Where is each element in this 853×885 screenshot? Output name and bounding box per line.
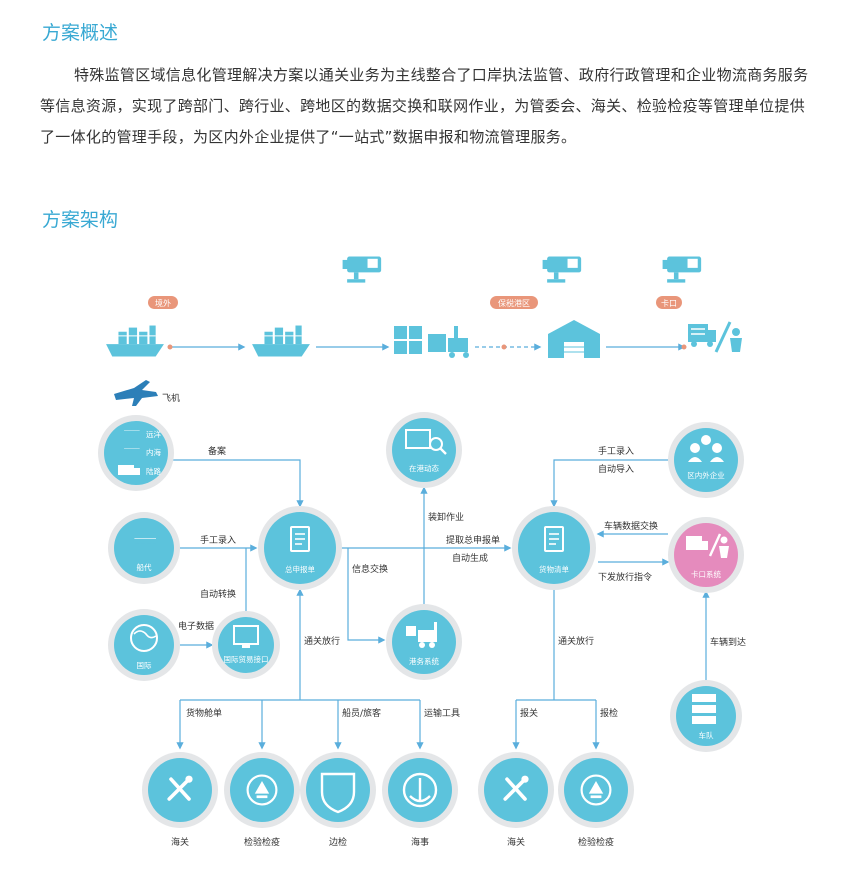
edge-auto-import: 自动导入 [598, 463, 634, 475]
edge-auto-gen: 自动生成 [452, 552, 488, 564]
edge-customs-release-2: 通关放行 [558, 635, 594, 647]
bottom-agencies: 海关 检验检疫 边检 海事 [142, 752, 634, 848]
edge-load-unload: 装卸作业 [428, 511, 464, 523]
plane-icon [114, 380, 158, 406]
edge-customs-release-1: 通关放行 [304, 635, 340, 647]
monitor-icon [233, 625, 259, 648]
edge-vehicle-arrive: 车辆到达 [710, 636, 746, 648]
tag-gate [656, 296, 682, 309]
edge-manual-entry: 手工录入 [200, 534, 236, 546]
node-enterprise: 区内外企业 [668, 422, 744, 498]
truck-inspector-icon [688, 321, 742, 353]
agency-label: 边检 [329, 836, 347, 848]
top-flow: 境外 保税港区 卡口 [105, 296, 742, 358]
architecture-title: 方案架构 [42, 209, 119, 231]
edge-record: 备案 [208, 445, 226, 457]
border-shield-icon [320, 772, 356, 814]
intl-label: 国际 [137, 661, 152, 670]
node-agent: 船代 [108, 512, 180, 584]
node-trade-interface: 国际贸易接口 [212, 611, 280, 679]
agency-label: 海关 [171, 836, 189, 848]
connections [170, 459, 710, 750]
agency-label: 海事 [411, 836, 429, 848]
declaration-label: 总申报单 [285, 564, 315, 574]
agency-customs-2: 海关 [478, 752, 554, 848]
container-forklift-icon [394, 326, 469, 358]
edge-cargo-bill: 货物舱单 [186, 707, 222, 719]
edge-edata: 电子数据 [178, 620, 214, 632]
tag-abroad-label: 境外 [155, 298, 171, 308]
edge-labels: 备案 手工录入 自动转换 电子数据 信息交换 装卸作业 提取总申报单 自动生成 … [178, 445, 746, 719]
enterprise-label: 区内外企业 [687, 470, 725, 480]
edge-customs-decl: 报关 [520, 707, 538, 719]
node-sea: 远洋 内海 陆路 [98, 415, 174, 491]
monitor-search-icon [405, 429, 447, 455]
edge-auto-convert: 自动转换 [200, 588, 236, 600]
overview-text: 特殊监管区域信息化管理解决方案以通关业务为主线整合了口岸执法监管、政府行政管理和… [40, 66, 809, 146]
trade-interface-label: 国际贸易接口 [224, 654, 269, 664]
sea-ocean-label: 远洋 [146, 429, 161, 439]
trucks-icon [692, 694, 716, 724]
agency-label: 检验检疫 [578, 836, 614, 848]
agency-customs-1: 海关 [142, 752, 218, 848]
ship-icon [251, 324, 311, 358]
node-port-status: 在港动态 [386, 412, 462, 488]
terminal-label: 港务系统 [409, 656, 439, 666]
tag-bonded-label: 保税港区 [498, 298, 530, 308]
node-terminal: 港务系统 [386, 604, 462, 680]
edge-manual-entry-2: 手工录入 [598, 445, 634, 457]
agency-label: 海关 [507, 836, 525, 848]
agency-inspection-2: 检验检疫 [558, 752, 634, 848]
agency-label: 检验检疫 [244, 836, 280, 848]
edge-inspection-decl: 报检 [600, 707, 618, 719]
globe-icon [130, 624, 158, 652]
node-gate-system: 卡口系统 [668, 517, 744, 593]
camera-icon [342, 256, 382, 283]
tag-bonded [490, 296, 538, 309]
warehouse-icon [548, 320, 600, 358]
node-declaration: 总申报单 [258, 506, 342, 590]
truck-icon [118, 465, 140, 475]
forklift-icon [406, 622, 437, 648]
edge-transport: 运输工具 [424, 707, 460, 719]
plane-node: 飞机 [114, 380, 180, 406]
agency-maritime: 海事 [382, 752, 458, 848]
node-manifest: 货物清单 [512, 506, 596, 590]
edge-vehicle-exchange: 车辆数据交换 [604, 520, 658, 532]
gate-system-label: 卡口系统 [691, 569, 721, 579]
edge-release-cmd: 下发放行指令 [598, 571, 652, 583]
overview-title: 方案概述 [42, 22, 119, 44]
surveillance-cameras [342, 256, 702, 283]
agent-label: 船代 [137, 562, 152, 572]
maritime-anchor-icon [402, 772, 438, 808]
plane-label: 飞机 [162, 392, 180, 404]
camera-icon [542, 256, 582, 283]
fleet-label: 车队 [699, 730, 714, 740]
edge-info-exchange: 信息交换 [352, 563, 388, 575]
agency-border: 边检 [300, 752, 376, 848]
ship-icon [105, 324, 165, 358]
truck-inspector-icon [686, 533, 729, 558]
agency-inspection-1: 检验检疫 [224, 752, 300, 848]
tag-abroad [148, 296, 178, 309]
edge-crew: 船员/旅客 [342, 707, 381, 719]
camera-icon [662, 256, 702, 283]
port-status-label: 在港动态 [409, 463, 439, 473]
edge-fetch-decl: 提取总申报单 [446, 534, 500, 546]
manifest-label: 货物清单 [539, 564, 569, 574]
sea-land-label: 陆路 [146, 466, 161, 476]
tag-gate-label: 卡口 [661, 298, 677, 308]
node-fleet: 车队 [670, 680, 742, 752]
node-intl: 国际 [108, 609, 180, 681]
people-icon [688, 435, 724, 462]
sea-inland-label: 内海 [146, 447, 161, 457]
